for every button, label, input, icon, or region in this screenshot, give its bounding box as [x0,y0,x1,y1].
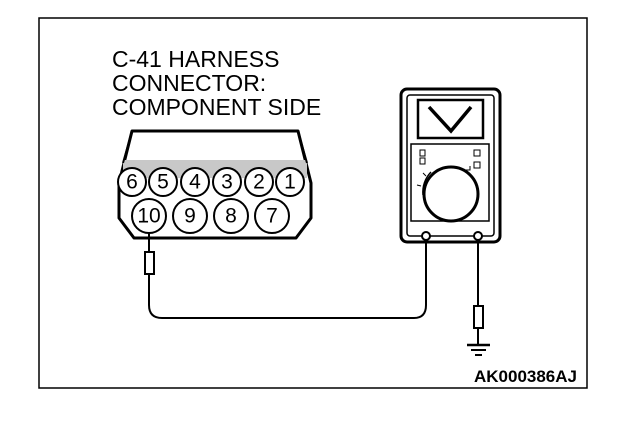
pin-4: 4 [180,167,210,197]
svg-text:4: 4 [189,171,201,194]
pin-1: 1 [275,167,305,197]
multimeter [399,87,502,244]
svg-text:8: 8 [225,205,237,228]
ground-test-lead [467,240,490,356]
svg-text:1: 1 [284,171,296,194]
terminal-negative [473,231,483,241]
connector-title-line-3: COMPONENT SIDE [112,94,321,120]
pin-5: 5 [148,167,178,197]
pin-2: 2 [244,167,274,197]
ground-icon [467,343,490,356]
selector-dial [422,165,480,223]
pin-9: 9 [172,198,208,234]
mode-button-right-2 [473,161,481,169]
pin-8: 8 [213,198,249,234]
pin-6: 6 [117,167,147,197]
mode-button-left-2 [419,157,426,165]
pin-10: 10 [131,198,167,234]
harness-connector: 6 5 4 3 2 1 10 9 [117,129,313,240]
voltage-symbol-icon [427,105,473,134]
pin-3: 3 [212,167,242,197]
figure-code: AK000386AJ [474,367,577,386]
svg-text:2: 2 [253,171,265,194]
svg-text:5: 5 [157,171,169,194]
positive-test-lead [144,233,427,319]
svg-text:3: 3 [221,171,233,194]
diagram-frame [38,17,588,389]
mode-button-right-1 [473,149,481,157]
connector-title-line-1: C-41 HARNESS [112,46,279,72]
svg-text:7: 7 [266,205,278,228]
svg-text:10: 10 [137,205,160,228]
pin-7: 7 [254,198,290,234]
svg-text:9: 9 [184,205,196,228]
mode-button-left-1 [419,149,426,157]
connector-title-line-2: CONNECTOR: [112,70,266,96]
terminal-positive [421,231,431,241]
ground-probe [473,305,484,329]
probe-tip [144,251,155,275]
svg-text:6: 6 [126,171,138,194]
